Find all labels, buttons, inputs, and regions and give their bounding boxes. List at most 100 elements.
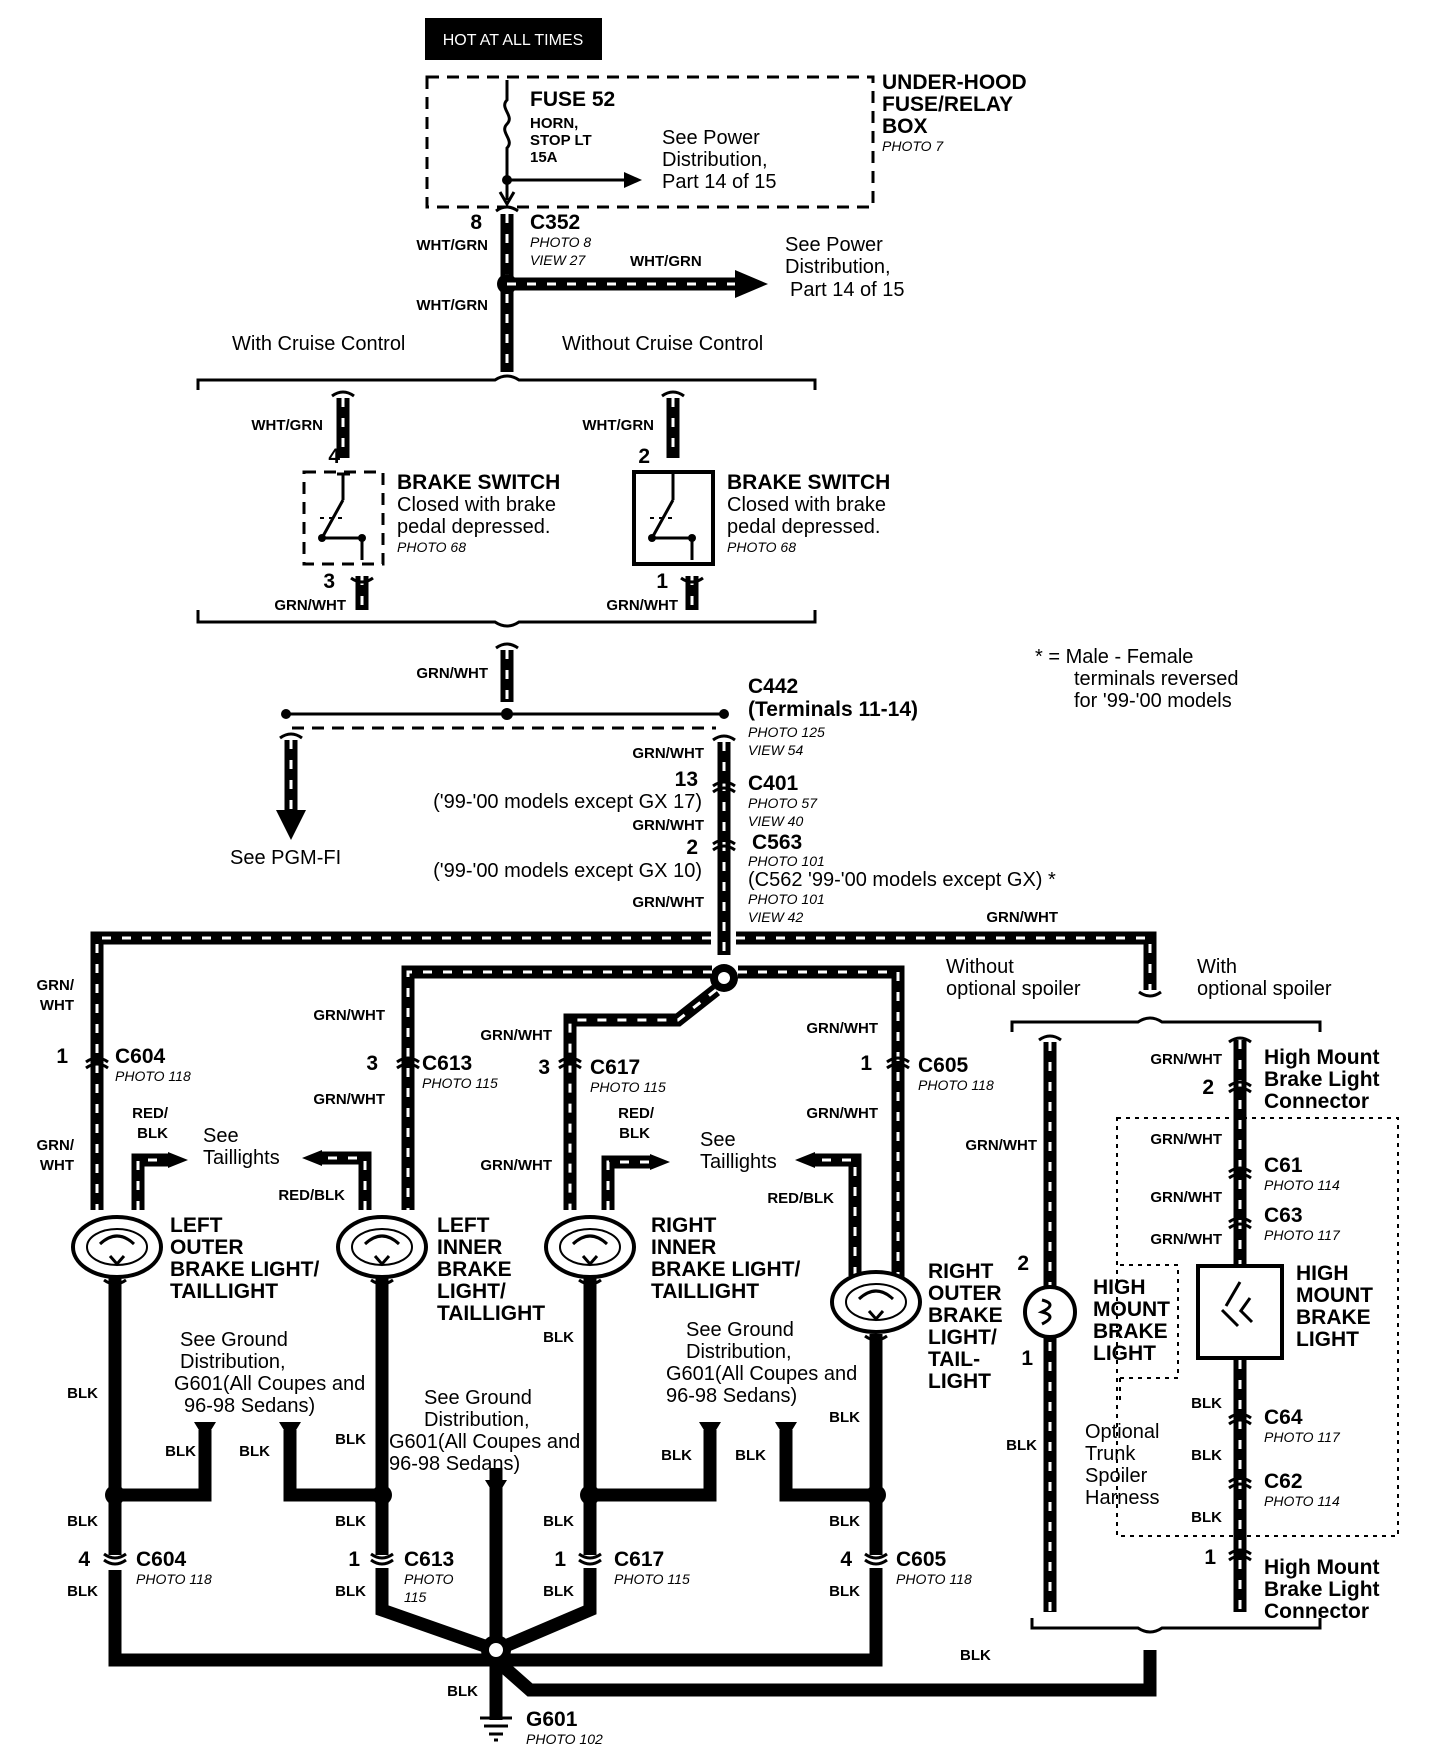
brake-switch-desc: Closed with brake [727, 494, 886, 516]
hot-label: HOT AT ALL TIMES [443, 32, 584, 49]
see-ground-text: Distribution, [686, 1341, 792, 1363]
lamp-label-right-inner: TAILLIGHT [651, 1280, 759, 1303]
wire-color: GRN/WHT [606, 597, 678, 614]
wire-color: GRN/WHT [1150, 1051, 1222, 1068]
harness-label: Spoiler [1085, 1465, 1148, 1487]
connector-c617: C617 [590, 1056, 640, 1079]
see-taillights: Taillights [203, 1147, 280, 1169]
brake-switch-desc: pedal depressed. [727, 516, 880, 538]
wire-color: GRN/WHT [632, 817, 704, 834]
see-power-text: See Power [785, 234, 883, 256]
pin-number: 8 [470, 211, 482, 234]
connector-terminals: (Terminals 11-14) [748, 698, 918, 721]
wire-color: WHT/GRN [630, 253, 702, 270]
high-mount-label: MOUNT [1093, 1298, 1170, 1321]
pin-number: 1 [1204, 1546, 1216, 1569]
lamp-label-left-outer: BRAKE LIGHT/ [170, 1258, 319, 1281]
wire-color: BLK [1006, 1437, 1037, 1454]
lamp-label-right-inner: RIGHT [651, 1214, 717, 1237]
see-ground-text: 96-98 Sedans) [184, 1395, 315, 1417]
connector-c605: C605 [896, 1548, 947, 1571]
wire-color: BLK [661, 1447, 692, 1464]
wire-color: RED/ [132, 1105, 169, 1122]
right-inner-lamp [544, 1215, 636, 1279]
wire-color: BLK [67, 1583, 98, 1600]
high-mount-label: HIGH [1093, 1276, 1146, 1299]
photo-ref: PHOTO 8 [530, 234, 591, 250]
see-ground-text: See Ground [180, 1329, 288, 1351]
high-mount-label: LIGHT [1093, 1342, 1156, 1365]
connector-c62: C62 [1264, 1470, 1303, 1493]
wire-color: GRN/WHT [965, 1137, 1037, 1154]
lamp-label-left-inner: LEFT [437, 1214, 490, 1237]
see-taillights: See [700, 1129, 736, 1151]
wire-color: GRN/WHT [274, 597, 346, 614]
wire-color: WHT/GRN [582, 417, 654, 434]
photo-ref: PHOTO 118 [918, 1077, 994, 1093]
alt-pin-note: ('99-'00 models except GX 17) [433, 791, 702, 813]
brake-switch-title: BRAKE SWITCH [727, 471, 890, 494]
photo-ref: PHOTO 115 [590, 1079, 666, 1095]
box-label: UNDER-HOOD [882, 71, 1027, 94]
wire-color: GRN/WHT [1150, 1131, 1222, 1148]
photo-ref: PHOTO 114 [1264, 1493, 1340, 1509]
lamp-label-right-outer: RIGHT [928, 1260, 994, 1283]
under-hood-fuse-box [425, 75, 875, 209]
photo-ref: PHOTO 57 [748, 795, 818, 811]
see-power-text: Part 14 of 15 [790, 279, 905, 301]
photo-ref: PHOTO 102 [526, 1731, 603, 1747]
pin-number: 4 [78, 1548, 90, 1571]
see-taillights: See [203, 1125, 239, 1147]
note-text: * = Male - Female [1035, 646, 1193, 668]
lamp-label-left-inner: LIGHT/ [437, 1280, 506, 1303]
lamp-label-left-outer: OUTER [170, 1236, 244, 1259]
wire-color: GRN/WHT [986, 909, 1058, 926]
left-outer-lamp [71, 1215, 163, 1279]
pin-number: 3 [323, 570, 335, 593]
high-mount-connector-label: High Mount [1264, 1046, 1379, 1069]
lamp-label-left-inner: INNER [437, 1236, 502, 1259]
photo-ref: PHOTO 101 [748, 891, 825, 907]
lamp-label-right-inner: BRAKE LIGHT/ [651, 1258, 800, 1281]
connector-c64: C64 [1264, 1406, 1303, 1429]
wire-color: BLK [1191, 1395, 1222, 1412]
alt-pin-note: ('99-'00 models except GX 10) [433, 860, 702, 882]
harness-label: Optional [1085, 1421, 1160, 1443]
photo-ref: PHOTO 115 [614, 1571, 690, 1587]
brake-switch-without-cruise [632, 470, 715, 566]
pin-number: 3 [366, 1052, 378, 1075]
high-mount-connector-label: Connector [1264, 1090, 1369, 1113]
photo-ref: PHOTO 118 [896, 1571, 972, 1587]
lamp-label-right-outer: LIGHT/ [928, 1326, 997, 1349]
see-ground-text: See Ground [424, 1387, 532, 1409]
wire-color: BLK [543, 1513, 574, 1530]
connector-c605: C605 [918, 1054, 969, 1077]
connector-c613: C613 [404, 1548, 454, 1571]
pin-number: 1 [656, 570, 668, 593]
high-mount-connector-label: Connector [1264, 1600, 1369, 1623]
note-text: for '99-'00 models [1074, 690, 1232, 712]
pin-number: 1 [860, 1052, 872, 1075]
see-power-text: See Power [662, 127, 760, 149]
lamp-label-left-inner: TAILLIGHT [437, 1302, 545, 1325]
connector-c617: C617 [614, 1548, 664, 1571]
fuse-desc: 15A [530, 149, 558, 166]
photo-ref: PHOTO 68 [397, 539, 466, 555]
see-ground-text: 96-98 Sedans) [666, 1385, 797, 1407]
see-ground-text: G601(All Coupes and [174, 1373, 365, 1395]
photo-ref: PHOTO [404, 1571, 454, 1587]
see-taillights: Taillights [700, 1151, 777, 1173]
wire-color: GRN/WHT [313, 1007, 385, 1024]
see-ground-text: Distribution, [424, 1409, 530, 1431]
wire-color: BLK [735, 1447, 766, 1464]
lamp-label-left-outer: TAILLIGHT [170, 1280, 278, 1303]
photo-ref: PHOTO 7 [882, 138, 944, 154]
right-outer-lamp [830, 1270, 922, 1334]
wire-color: BLK [67, 1513, 98, 1530]
ground-symbol [480, 1716, 512, 1742]
see-pgm-fi: See PGM-FI [230, 847, 341, 869]
with-cruise-label: With Cruise Control [232, 333, 405, 355]
connector-c563: C563 [752, 831, 802, 854]
lamp-label-left-inner: BRAKE [437, 1258, 512, 1281]
high-mount-label: LIGHT [1296, 1328, 1359, 1351]
